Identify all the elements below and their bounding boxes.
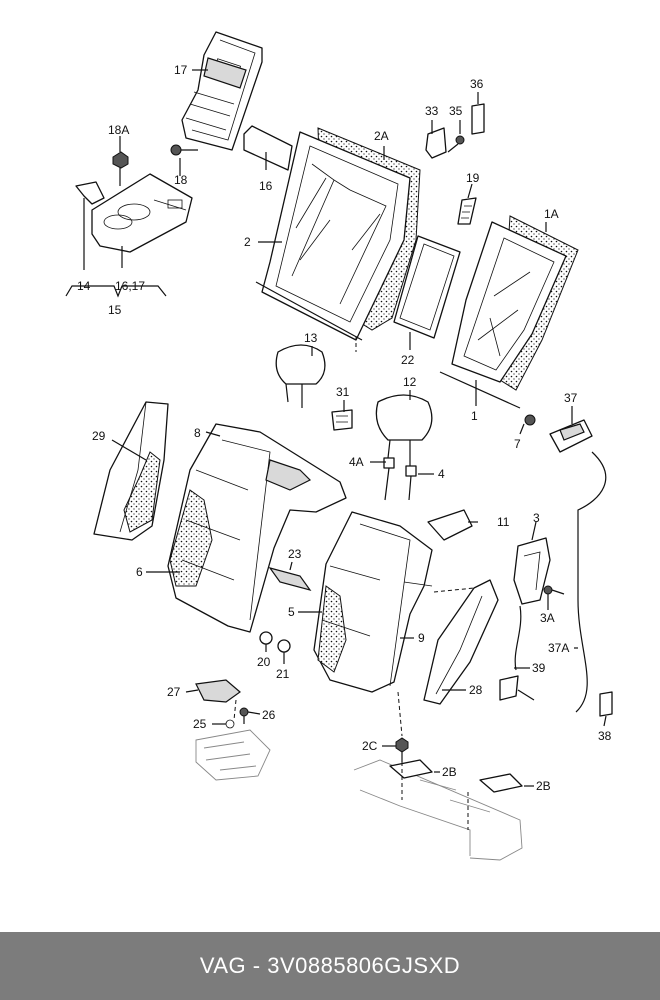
side-bolster-29-part (93, 401, 169, 541)
callout-39: 39 (532, 661, 546, 675)
callout-23: 23 (288, 547, 302, 561)
callout-7: 7 (514, 437, 521, 451)
callout-21: 21 (276, 667, 290, 681)
backrest-cover-right-part (313, 511, 433, 693)
strip-23-part (268, 566, 312, 592)
callout-28: 28 (469, 683, 483, 697)
clip-25-part (225, 719, 235, 729)
vehicle-floor-outline (195, 729, 523, 861)
sensor-39-part (499, 605, 535, 701)
leader-lines (65, 69, 607, 787)
callout-1: 1 (471, 409, 478, 423)
callout-25: 25 (193, 717, 207, 731)
callout-2c: 2C (362, 739, 378, 753)
callout-27: 27 (167, 685, 181, 699)
callout-5: 5 (288, 605, 295, 619)
cover-36-part (471, 103, 485, 135)
backrest-right-frame-part (439, 215, 579, 426)
bolt-2c-part (395, 737, 409, 762)
headrest-13-part (275, 344, 326, 408)
headrest-guide-4a-part (383, 457, 395, 501)
screw-3a-part (543, 585, 565, 595)
callout-37: 37 (564, 391, 578, 405)
callout-17: 17 (174, 63, 188, 77)
pad-11-part (427, 509, 473, 541)
screw-35-part (447, 135, 465, 153)
backrest-left-frame-part (255, 127, 421, 341)
clip-20-part (259, 631, 273, 645)
callout-3: 3 (533, 511, 540, 525)
armrest-clip-14-part (75, 181, 105, 205)
callout-19: 19 (466, 171, 480, 185)
callout-4a: 4A (349, 455, 364, 469)
callout-29: 29 (92, 429, 106, 443)
backrest-cover-left-part (167, 423, 347, 633)
callout-4: 4 (438, 467, 445, 481)
callout-2: 2 (244, 235, 251, 249)
armrest-frame-part (181, 31, 263, 151)
callout-12: 12 (403, 375, 417, 389)
lock-37-part (549, 419, 607, 713)
anchor-cover-27-part (195, 679, 241, 703)
callout-2b-rear: 2B (536, 779, 551, 793)
bracket-2b-front-part (389, 759, 433, 779)
bracket-33-part (425, 127, 447, 159)
clip-21-part (277, 639, 291, 653)
callout-38: 38 (598, 729, 612, 743)
assembly-dashed-lines (233, 336, 475, 830)
headrest-12-part (375, 394, 433, 466)
callout-2a: 2A (374, 129, 389, 143)
callout-3a: 3A (540, 611, 555, 625)
callout-16-17: 16,17 (115, 279, 145, 293)
side-panel-28-part (423, 579, 499, 705)
callout-13: 13 (304, 331, 318, 345)
callout-18: 18 (174, 173, 188, 187)
callout-2b-front: 2B (442, 765, 457, 779)
callout-16: 16 (259, 179, 273, 193)
backrest-pad-22-part (393, 235, 461, 339)
latch-19-part (457, 197, 477, 225)
callout-9: 9 (418, 631, 425, 645)
callout-11: 11 (497, 515, 510, 529)
bracket-3-part (513, 537, 551, 605)
armrest-pad-16-part (243, 125, 293, 171)
callout-33: 33 (425, 104, 439, 118)
switch-31-part (331, 409, 353, 431)
callout-36: 36 (470, 77, 484, 91)
exploded-parts-diagram: 17 18A 18 16 14 16,17 15 2A 2 33 35 36 1… (65, 31, 613, 861)
callout-8: 8 (194, 426, 201, 440)
bracket-2b-rear-part (479, 773, 523, 793)
screw-18a-part (112, 151, 129, 186)
callout-22: 22 (401, 353, 415, 367)
callout-20: 20 (257, 655, 271, 669)
armrest-cupholder-part (91, 173, 193, 253)
part-number-text: VAG - 3V0885806GJSXD (199, 953, 461, 978)
headrest-guide-4-part (405, 465, 417, 501)
callout-18a: 18A (108, 123, 129, 137)
callout-31: 31 (336, 385, 350, 399)
callout-15: 15 (108, 303, 122, 317)
screw-26-part (239, 707, 249, 724)
callout-26: 26 (262, 708, 276, 722)
screw-18-part (170, 144, 198, 156)
cover-38-part (599, 691, 613, 717)
callout-37a: 37A (548, 641, 569, 655)
callout-35: 35 (449, 104, 463, 118)
callout-14: 14 (77, 279, 91, 293)
part-number-footer: VAG - 3V0885806GJSXD (0, 932, 660, 1000)
callout-labels: 17 18A 18 16 14 16,17 15 2A 2 33 35 36 1… (77, 63, 612, 793)
callout-1a: 1A (544, 207, 559, 221)
callout-6: 6 (136, 565, 143, 579)
